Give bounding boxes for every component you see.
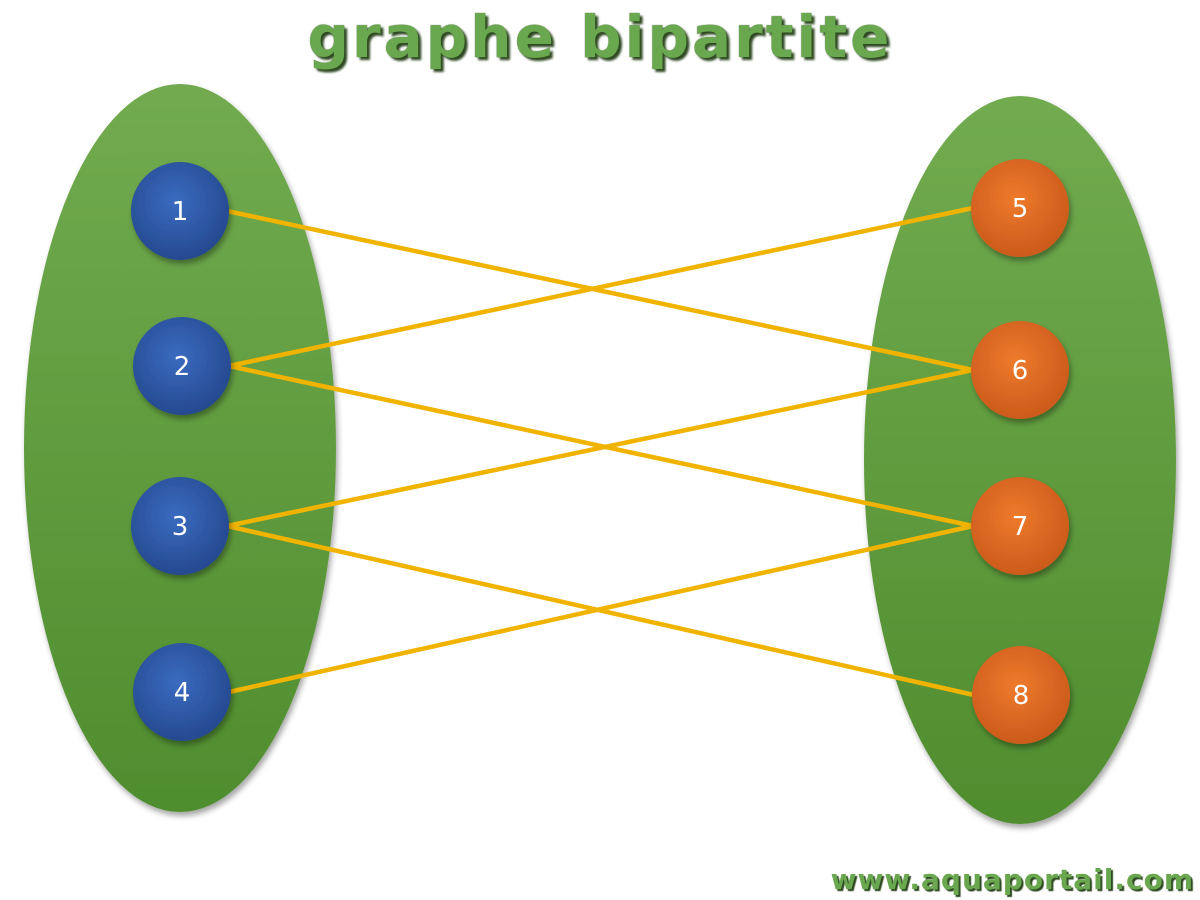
node-circle-8	[972, 646, 1070, 744]
node-circle-5	[971, 159, 1069, 257]
edges	[224, 205, 977, 698]
node-label-3: 3	[172, 512, 189, 542]
node-label-7: 7	[1012, 512, 1029, 542]
node-label-4: 4	[174, 678, 191, 708]
node-label-8: 8	[1013, 681, 1030, 711]
node-8: 8	[972, 646, 1070, 744]
node-circle-4	[133, 643, 231, 741]
node-circle-2	[133, 317, 231, 415]
edge-3-6	[224, 367, 976, 529]
node-label-6: 6	[1012, 356, 1029, 386]
right-set-ellipse	[864, 96, 1176, 824]
edge-4-7	[226, 523, 976, 695]
edge-1-6	[224, 208, 976, 373]
page-title: graphe bipartite	[307, 3, 893, 71]
watermark: www.aquaportail.com	[830, 863, 1194, 896]
node-label-1: 1	[172, 197, 189, 227]
node-4: 4	[133, 643, 231, 741]
node-1: 1	[131, 162, 229, 260]
node-7: 7	[971, 477, 1069, 575]
node-2: 2	[133, 317, 231, 415]
node-5: 5	[971, 159, 1069, 257]
edge-2-5	[226, 205, 976, 369]
node-circle-6	[971, 321, 1069, 419]
left-set-ellipse	[24, 84, 336, 812]
node-circle-7	[971, 477, 1069, 575]
node-circle-3	[131, 477, 229, 575]
node-6: 6	[971, 321, 1069, 419]
node-circle-1	[131, 162, 229, 260]
nodes: 1 2 3 4 5 6 7 8	[131, 159, 1070, 744]
node-3: 3	[131, 477, 229, 575]
node-label-5: 5	[1012, 194, 1029, 224]
node-label-2: 2	[174, 352, 191, 382]
